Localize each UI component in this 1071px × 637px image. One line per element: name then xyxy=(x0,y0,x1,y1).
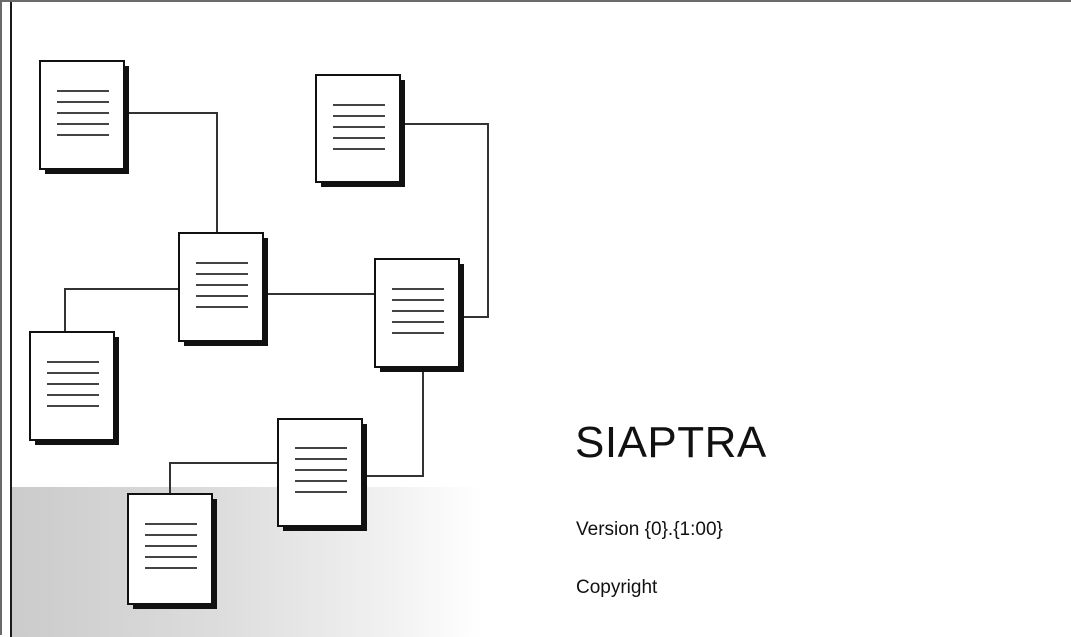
gradient-band xyxy=(12,487,482,637)
document-icon xyxy=(178,232,268,346)
document-icon xyxy=(315,74,405,187)
version-label: Version {0}.{1:00} xyxy=(576,519,723,540)
left-edge-line xyxy=(10,2,12,637)
app-title: SIAPTRA xyxy=(575,418,767,467)
copyright-label: Copyright xyxy=(576,577,658,598)
connector-line xyxy=(364,370,424,477)
document-icon xyxy=(29,331,119,445)
connector-line xyxy=(126,112,218,234)
document-icon xyxy=(374,258,464,372)
connector-line xyxy=(64,288,180,332)
connector-line xyxy=(401,123,489,318)
document-icon xyxy=(277,418,367,531)
document-icon xyxy=(39,60,129,174)
document-network-diagram xyxy=(29,60,489,609)
document-icon xyxy=(127,493,217,609)
connector-lines xyxy=(64,112,489,495)
connector-line xyxy=(169,462,278,495)
